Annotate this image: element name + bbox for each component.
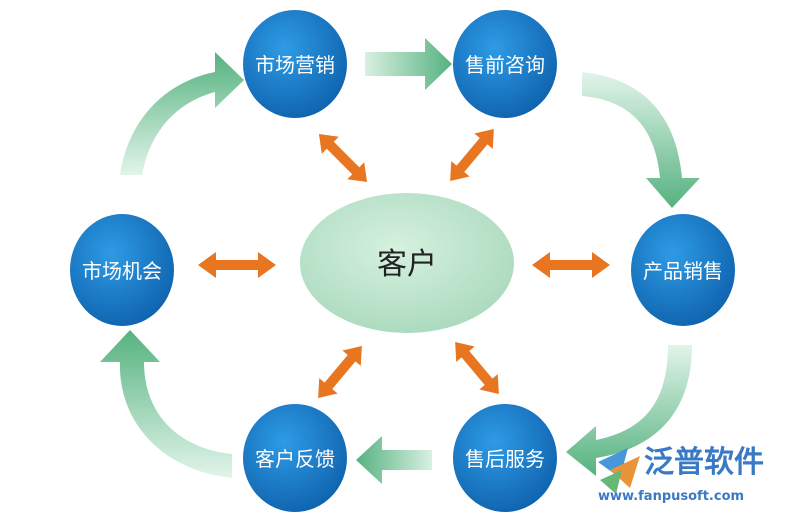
double-arrow-center-presale	[450, 128, 494, 182]
center-label: 客户	[377, 247, 437, 282]
brand-logo-icon	[598, 448, 640, 494]
node-product-sales: 产品销售	[631, 214, 735, 326]
flow-arrow-presale-to-product	[582, 72, 700, 208]
double-arrow-center-marketing	[318, 133, 368, 183]
brand-watermark: 泛普软件 www.fanpusoft.com	[598, 445, 764, 504]
node-market-marketing: 市场营销	[243, 10, 347, 118]
node-label: 售前咨询	[465, 53, 545, 77]
flow-arrow-aftersale-to-feedback	[356, 436, 432, 484]
double-arrow-center-aftersale	[455, 341, 499, 395]
flow-arrow-marketing-to-presale	[365, 38, 452, 90]
center-node-customer: 客户	[300, 193, 514, 333]
node-label: 产品销售	[643, 259, 723, 283]
node-presale-consult: 售前咨询	[453, 10, 557, 118]
double-arrow-center-opportunity	[198, 252, 276, 278]
brand-name: 泛普软件	[644, 445, 764, 480]
double-arrow-center-feedback	[318, 345, 362, 399]
node-customer-feedback: 客户反馈	[243, 404, 347, 512]
flow-arrow-opportunity-to-marketing	[120, 52, 244, 175]
flow-arrow-feedback-to-opportunity	[100, 330, 232, 478]
brand-url: www.fanpusoft.com	[598, 489, 744, 504]
node-aftersale-service: 售后服务	[453, 404, 557, 512]
orange-arrows	[198, 128, 610, 399]
node-label: 售后服务	[465, 447, 545, 471]
node-market-opportunity: 市场机会	[70, 214, 174, 326]
flow-arrow-product-to-aftersale	[566, 345, 692, 476]
node-label: 客户反馈	[255, 447, 335, 471]
double-arrow-center-product	[532, 252, 610, 278]
node-label: 市场机会	[82, 259, 162, 283]
node-label: 市场营销	[255, 53, 335, 77]
